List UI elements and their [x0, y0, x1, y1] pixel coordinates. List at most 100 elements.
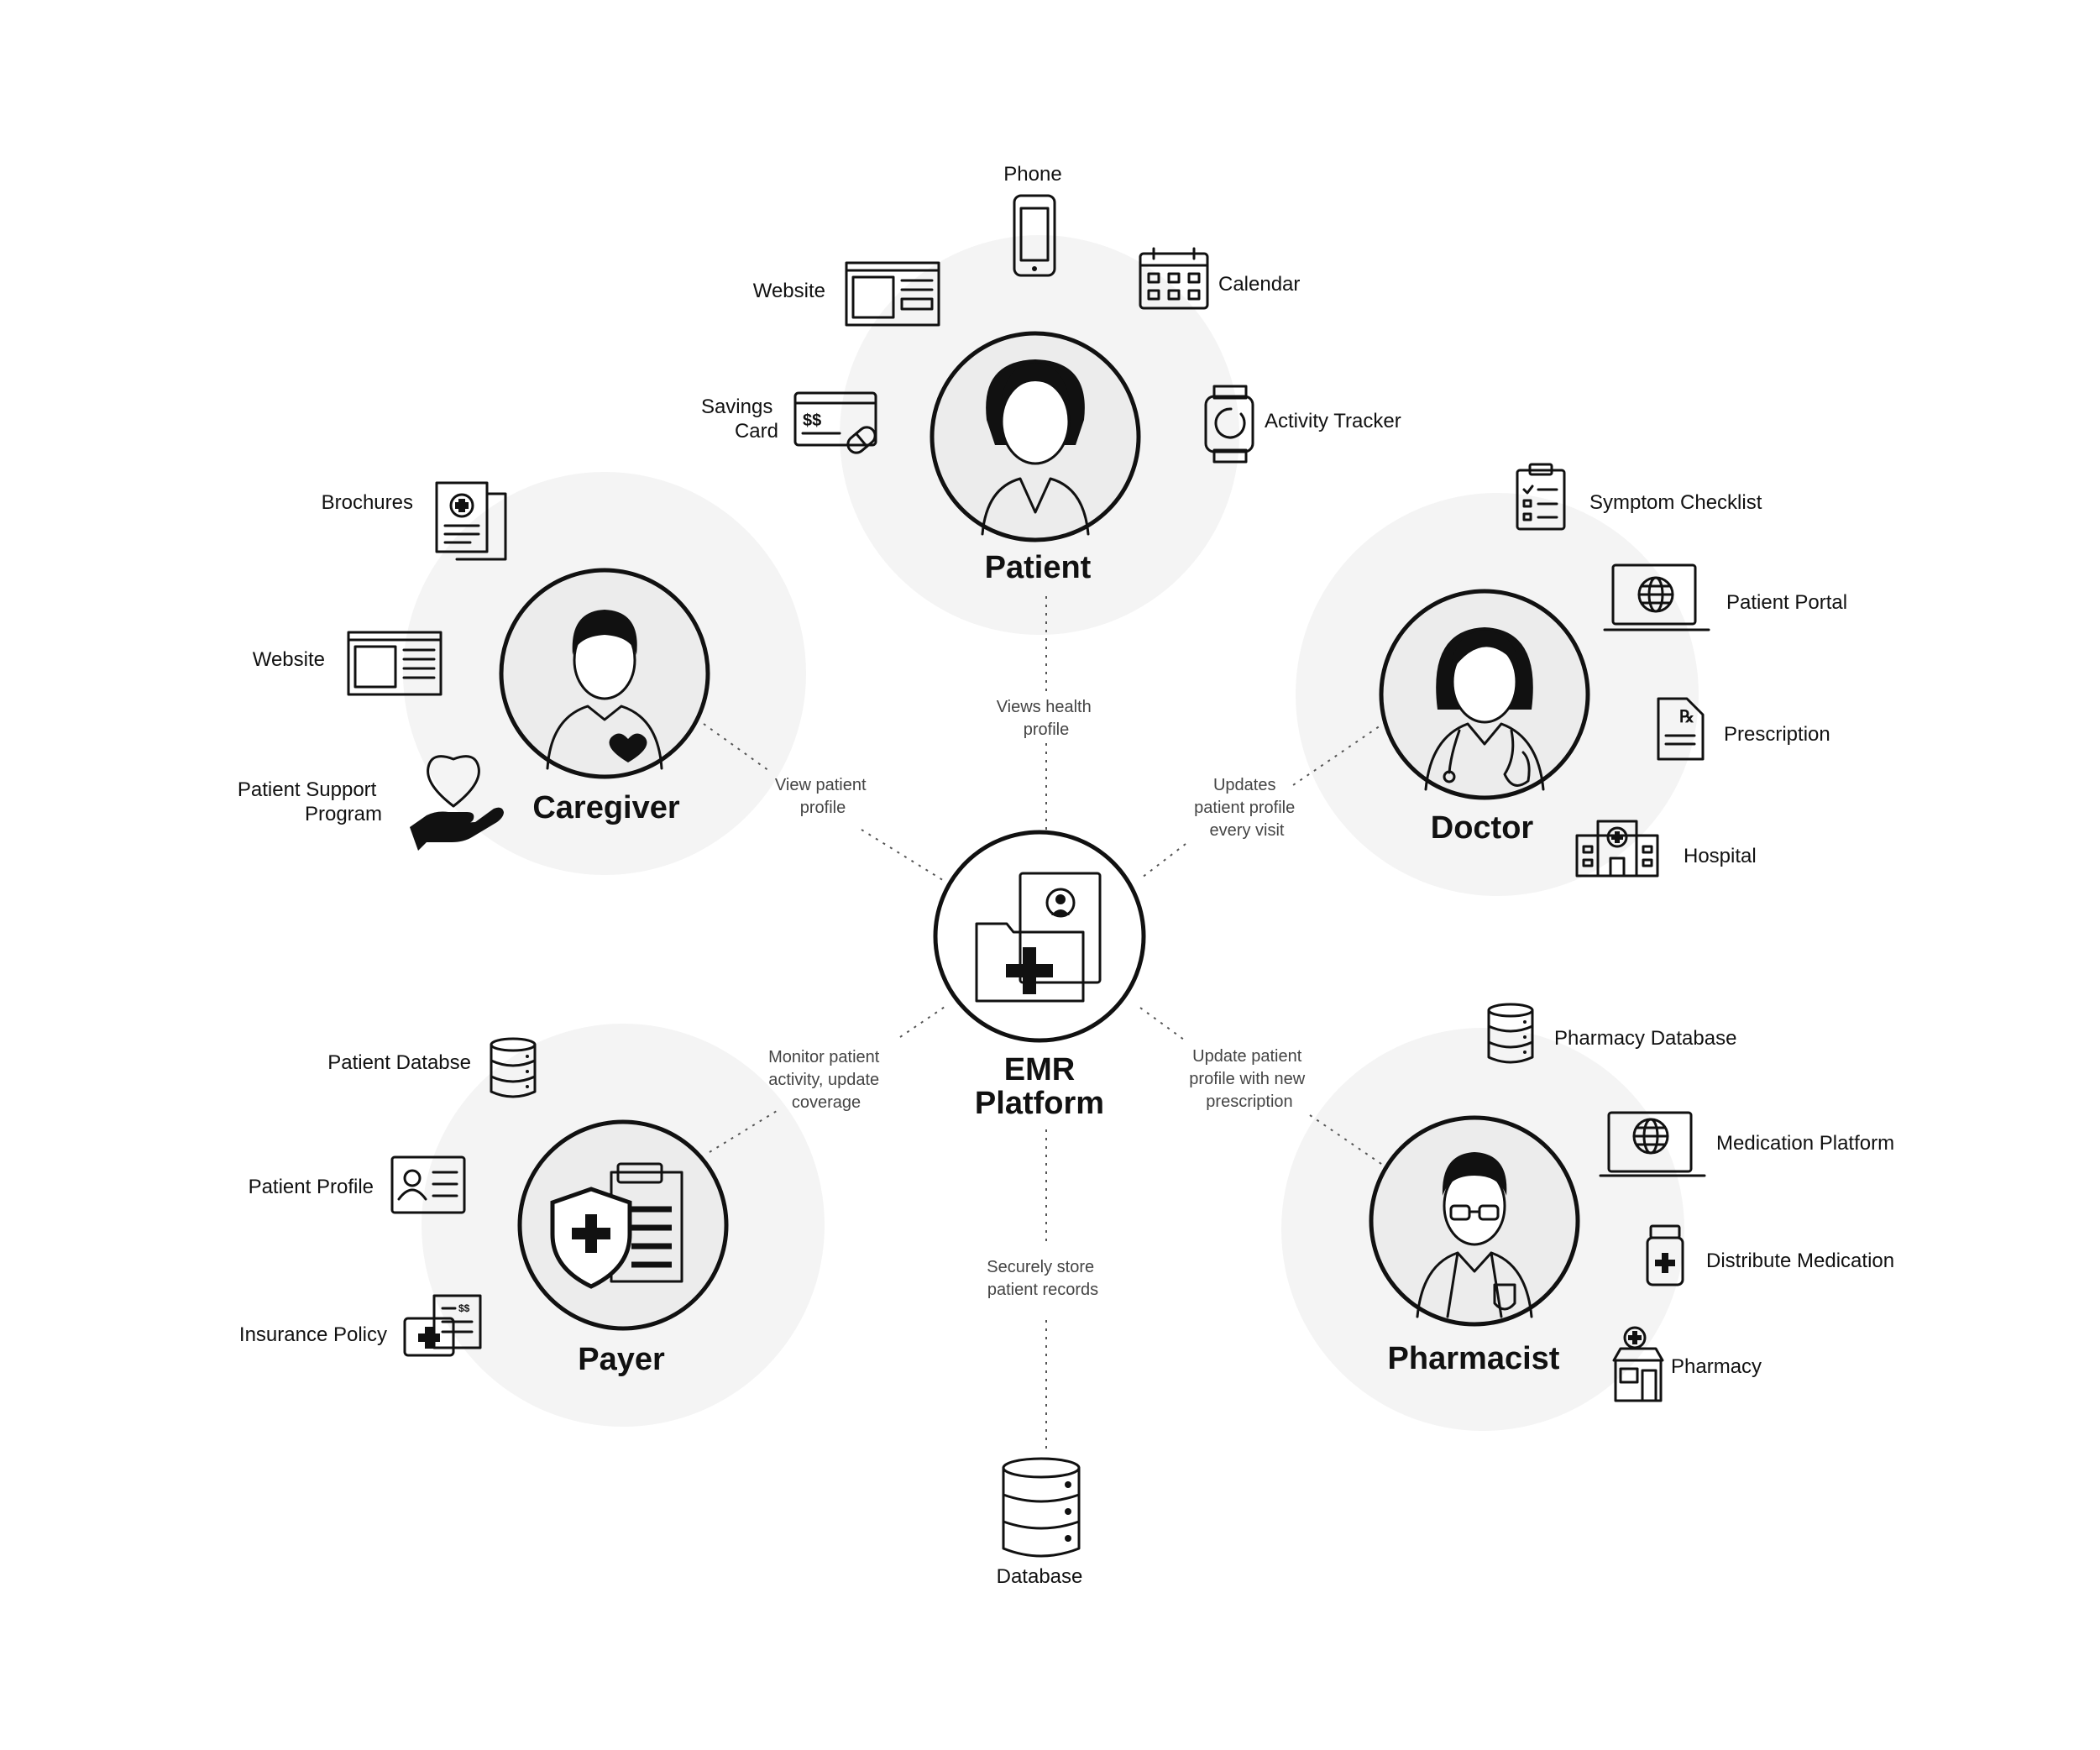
patient-profile-tool: Patient Profile [249, 1155, 466, 1214]
activity-tracker-label: Activity Tracker [1265, 410, 1401, 432]
male-caregiver-icon [546, 610, 663, 770]
savings-card-label: Savings Card [701, 396, 778, 443]
hospital-label: Hospital [1684, 845, 1757, 867]
male-pharmacist-icon [1416, 1152, 1533, 1318]
caregiver-website-label: Website [253, 648, 325, 671]
pill-bottle-icon [1646, 1224, 1684, 1286]
savings-card-icon: $$ [793, 391, 877, 454]
conn-doctor-line3: every visit [1210, 821, 1285, 840]
activity-tracker-tool: Activity Tracker [1204, 385, 1401, 464]
medication-platform-tool: Medication Platform [1599, 1111, 1894, 1177]
conn-database-line1: Securely store [987, 1258, 1094, 1276]
patient-support-tool: Patient Support Program [238, 755, 504, 851]
database-label: Database [997, 1565, 1083, 1588]
conn-pharmacist-line2: profile with new [1189, 1070, 1305, 1088]
doctor-title: Doctor [1431, 810, 1534, 846]
database-icon [1002, 1457, 1081, 1558]
patient-title: Patient [985, 550, 1092, 585]
laptop-globe-icon [1599, 1111, 1706, 1177]
conn-database-line2: patient records [987, 1281, 1098, 1299]
conn-payer-line2: activity, update [768, 1071, 879, 1089]
website-icon [845, 261, 940, 327]
doctor-node: Doctor Symptom Checklist [1379, 463, 1847, 878]
website-icon [347, 631, 443, 696]
distribute-medication-label: Distribute Medication [1706, 1250, 1894, 1272]
database-stack-icon [490, 1037, 537, 1098]
conn-pharmacist-line1: Update patient [1192, 1047, 1302, 1066]
patient-portal-label: Patient Portal [1726, 591, 1847, 614]
prescription-icon: ℞ [1657, 697, 1705, 761]
connection-label-payer: Monitor patient activity, update coverag… [768, 1048, 884, 1112]
connection-label-patient: Views health profile [997, 698, 1097, 739]
pharmacist-title: Pharmacist [1388, 1341, 1560, 1376]
prescription-tool: ℞ Prescription [1657, 697, 1830, 761]
calendar-icon [1139, 247, 1209, 310]
medication-platform-label: Medication Platform [1716, 1132, 1894, 1155]
heart-hand-icon [410, 755, 504, 851]
prescription-label: Prescription [1724, 723, 1830, 746]
conn-doctor-line1: Updates [1213, 776, 1276, 794]
connection-label-pharmacist: Update patient profile with new prescrip… [1189, 1047, 1309, 1111]
phone-tool: Phone [1003, 163, 1062, 277]
conn-pharmacist-line3: prescription [1206, 1092, 1292, 1111]
pharmacy-store-icon [1612, 1326, 1664, 1402]
patient-profile-label: Patient Profile [249, 1176, 374, 1198]
symptom-checklist-tool: Symptom Checklist [1516, 463, 1762, 531]
connector-lines [703, 596, 1386, 1453]
pharmacy-tool: Pharmacy [1612, 1326, 1762, 1402]
pharmacy-database-tool: Pharmacy Database [1487, 1003, 1736, 1064]
pharmacy-database-label: Pharmacy Database [1554, 1027, 1736, 1050]
medical-folder-icon [975, 872, 1102, 1003]
connection-label-doctor: Updates patient profile every visit [1194, 776, 1300, 840]
savings-card-line2: Card [735, 420, 778, 443]
database-node: Database [997, 1457, 1083, 1588]
conn-patient-line1: Views health [997, 698, 1092, 716]
dollar-sign-icon: $$ [803, 411, 821, 430]
conn-payer-line1: Monitor patient [768, 1048, 880, 1066]
symptom-checklist-label: Symptom Checklist [1589, 491, 1762, 514]
conn-patient-line2: profile [1024, 720, 1069, 739]
payer-title: Payer [578, 1342, 665, 1377]
connection-label-caregiver: View patient profile [775, 776, 871, 817]
female-doctor-icon [1424, 627, 1545, 791]
pharmacy-label: Pharmacy [1671, 1355, 1762, 1378]
patient-website-label: Website [753, 280, 825, 302]
insurance-shield-icon [550, 1162, 683, 1289]
smartwatch-icon [1204, 385, 1254, 464]
brochure-icon [435, 481, 507, 561]
phone-label: Phone [1003, 163, 1061, 186]
connection-label-database: Securely store patient records [987, 1258, 1098, 1299]
conn-payer-line3: coverage [792, 1093, 861, 1112]
insurance-documents-icon: $$ [403, 1294, 482, 1357]
hospital-icon [1575, 820, 1659, 878]
dollar-sign-icon: $$ [458, 1302, 470, 1314]
conn-doctor-line2: patient profile [1194, 799, 1295, 817]
insurance-policy-tool: Insurance Policy $$ [239, 1294, 482, 1357]
distribute-medication-tool: Distribute Medication [1646, 1224, 1894, 1286]
brochures-tool: Brochures [322, 481, 507, 561]
rx-symbol-icon: ℞ [1679, 708, 1694, 726]
laptop-globe-icon [1603, 563, 1710, 631]
conn-caregiver-line1: View patient [775, 776, 867, 794]
id-card-icon [390, 1155, 466, 1214]
pharmacist-node: Pharmacist Pharmacy Database [1369, 1003, 1894, 1402]
payer-node: Payer Patient Databse Patient Profile [239, 1037, 729, 1377]
patient-node: Patient Phone Website [701, 163, 1401, 585]
caregiver-website-tool: Website [253, 631, 443, 696]
female-patient-icon [981, 359, 1090, 536]
patient-support-line1: Patient Support [238, 778, 377, 801]
patient-portal-tool: Patient Portal [1603, 563, 1847, 631]
emr-platform-node: EMR Platform [933, 830, 1146, 1121]
hospital-tool: Hospital [1575, 820, 1757, 878]
patient-database-label: Patient Databse [327, 1051, 471, 1074]
emr-title-line2: Platform [975, 1086, 1104, 1121]
calendar-label: Calendar [1218, 273, 1300, 296]
clipboard-checklist-icon [1516, 463, 1566, 531]
caregiver-node: Caregiver Brochures Website [238, 481, 710, 851]
insurance-policy-label: Insurance Policy [239, 1323, 387, 1346]
brochures-label: Brochures [322, 491, 413, 514]
patient-support-label: Patient Support Program [238, 778, 382, 825]
calendar-tool: Calendar [1139, 247, 1300, 310]
savings-card-tool: Savings Card $$ [701, 391, 877, 454]
